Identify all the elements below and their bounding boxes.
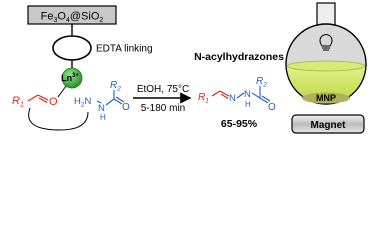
linker-ring	[52, 35, 92, 61]
liquid-surface	[287, 60, 365, 72]
coordination-bond	[57, 85, 67, 98]
ln-sphere	[61, 67, 83, 89]
product-r1-bond	[211, 90, 221, 97]
conditions-top: EtOH, 75°C	[137, 84, 189, 95]
product-n2: N	[244, 89, 251, 100]
support-label: Fe3O4@SiO2	[41, 11, 104, 25]
aldehyde-co-bond	[37, 94, 49, 101]
ln-catalyst: Ln3+	[61, 67, 83, 89]
hydrazide-o: O	[122, 102, 130, 113]
hydrazide-h2n: H2N	[74, 96, 92, 109]
aldehyde-o: O	[49, 96, 58, 108]
hydrazide-nh: N	[98, 103, 105, 114]
c-o-bond	[113, 98, 123, 105]
ln-label: Ln3+	[61, 73, 79, 83]
linker-label: EDTA linking	[96, 44, 153, 55]
product-nc-bond	[251, 92, 261, 99]
mnp-pellet	[302, 92, 350, 104]
support-box: Fe3O4@SiO2	[27, 5, 117, 25]
product-h: H	[245, 100, 251, 109]
conditions-bottom: 5-180 min	[141, 103, 185, 114]
magnet-label: Magnet	[311, 120, 347, 131]
hydrazide-r2: R2	[110, 80, 121, 93]
mnp-label: MNP	[316, 93, 336, 103]
product-n1: N	[229, 93, 236, 104]
hydrazide-h: H	[100, 113, 106, 122]
c-o-bond-2	[115, 96, 125, 103]
product-o: O	[268, 102, 276, 113]
attack-curve	[28, 107, 89, 131]
reaction-scheme: Fe3O4@SiO2 EDTA linking Ln3+ R1 O H2N	[12, 2, 367, 134]
lamp-icon	[319, 34, 333, 51]
aldehyde-co-bond-2	[38, 97, 48, 104]
nn-bond	[96, 100, 102, 104]
reaction-arrow-group: EtOH, 75°C 5-180 min	[133, 84, 192, 114]
product-nn-bond	[236, 92, 245, 99]
magnet-body	[291, 114, 365, 134]
edta-linker: EDTA linking	[52, 35, 153, 61]
product-r2: R2	[256, 76, 267, 89]
flask: MNP	[285, 2, 367, 105]
product-r1: R1	[198, 92, 209, 105]
product-co-bond	[259, 97, 269, 104]
magnet: Magnet	[291, 114, 365, 134]
product-structure: N-acylhydrazones R1 N N H R2 O 65-95%	[194, 51, 284, 130]
aldehyde-structure: R1 O	[12, 85, 67, 109]
aldehyde-r1: R1	[12, 95, 24, 109]
product-title: N-acylhydrazones	[194, 51, 284, 63]
hydrazide-structure: H2N N H R2 O	[74, 80, 130, 122]
product-co-bond-2	[261, 95, 271, 102]
yield-label: 65-95%	[221, 118, 258, 130]
product-cn-bond	[219, 90, 230, 97]
aldehyde-bond	[27, 94, 39, 102]
n-c-bond	[105, 98, 115, 106]
product-cn-bond-2	[220, 93, 229, 99]
